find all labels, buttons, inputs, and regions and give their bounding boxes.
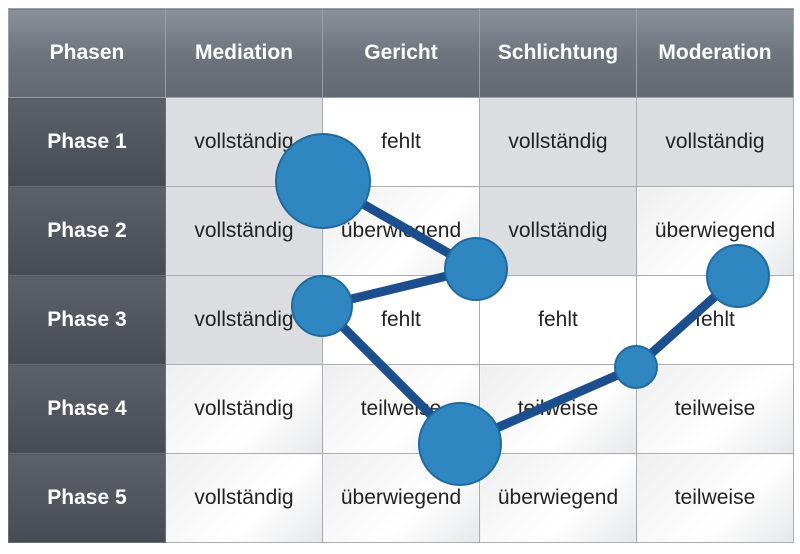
cell-phase2-moderation: überwiegend bbox=[636, 186, 794, 276]
table-row: Phase 3 vollständig fehlt fehlt fehlt bbox=[8, 275, 794, 365]
phase-comparison-table: Phasen Mediation Gericht Schlichtung Mod… bbox=[8, 8, 794, 543]
row-label-phase-2: Phase 2 bbox=[8, 186, 166, 276]
header-moderation: Moderation bbox=[636, 8, 794, 98]
table-row: Phase 5 vollständig überwiegend überwieg… bbox=[8, 453, 794, 543]
cell-phase4-gericht: teilweise bbox=[322, 364, 480, 454]
cell-phase5-mediation: vollständig bbox=[165, 453, 323, 543]
cell-phase3-mediation: vollständig bbox=[165, 275, 323, 365]
header-row: Phasen Mediation Gericht Schlichtung Mod… bbox=[8, 8, 794, 98]
cell-phase1-moderation: vollständig bbox=[636, 97, 794, 187]
cell-phase1-gericht: fehlt bbox=[322, 97, 480, 187]
cell-phase3-gericht: fehlt bbox=[322, 275, 480, 365]
row-label-phase-4: Phase 4 bbox=[8, 364, 166, 454]
header-gericht: Gericht bbox=[322, 8, 480, 98]
cell-phase4-schlichtung: teilweise bbox=[479, 364, 637, 454]
table-row: Phase 1 vollständig fehlt vollständig vo… bbox=[8, 97, 794, 187]
cell-phase2-gericht: überwiegend bbox=[322, 186, 480, 276]
cell-phase1-schlichtung: vollständig bbox=[479, 97, 637, 187]
header-mediation: Mediation bbox=[165, 8, 323, 98]
header-corner-phasen: Phasen bbox=[8, 8, 166, 98]
cell-phase4-moderation: teilweise bbox=[636, 364, 794, 454]
table-row: Phase 2 vollständig überwiegend vollstän… bbox=[8, 186, 794, 276]
cell-phase5-gericht: überwiegend bbox=[322, 453, 480, 543]
cell-phase2-mediation: vollständig bbox=[165, 186, 323, 276]
cell-phase5-schlichtung: überwiegend bbox=[479, 453, 637, 543]
cell-phase2-schlichtung: vollständig bbox=[479, 186, 637, 276]
row-label-phase-5: Phase 5 bbox=[8, 453, 166, 543]
cell-phase5-moderation: teilweise bbox=[636, 453, 794, 543]
cell-phase3-moderation: fehlt bbox=[636, 275, 794, 365]
table-row: Phase 4 vollständig teilweise teilweise … bbox=[8, 364, 794, 454]
cell-phase1-mediation: vollständig bbox=[165, 97, 323, 187]
row-label-phase-1: Phase 1 bbox=[8, 97, 166, 187]
header-schlichtung: Schlichtung bbox=[479, 8, 637, 98]
cell-phase3-schlichtung: fehlt bbox=[479, 275, 637, 365]
row-label-phase-3: Phase 3 bbox=[8, 275, 166, 365]
cell-phase4-mediation: vollständig bbox=[165, 364, 323, 454]
